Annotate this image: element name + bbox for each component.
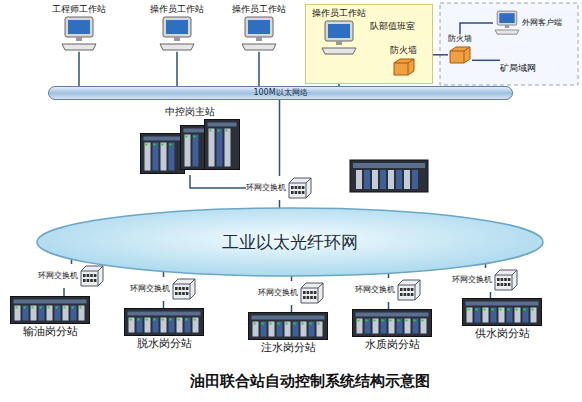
ethernet-bus: 100M以太网络 bbox=[48, 86, 513, 100]
node-label: 中控岗主站 bbox=[165, 106, 215, 118]
node-label: 输油岗分站 bbox=[23, 325, 78, 338]
network-link bbox=[176, 52, 178, 86]
node-label: 工程师工作站 bbox=[52, 4, 106, 15]
external-client: 外网客户端 bbox=[493, 10, 562, 36]
network-link bbox=[63, 288, 65, 296]
node-label: 防火墙 bbox=[448, 34, 472, 44]
network-link bbox=[190, 175, 246, 188]
ring-label: 工业以太光纤环网 bbox=[222, 232, 358, 252]
node-label: 环网交换机 bbox=[258, 288, 298, 298]
node-label: 环网交换机 bbox=[38, 271, 78, 281]
ring-switch: 环网交换机 bbox=[130, 277, 197, 301]
node-label: 操作员工作站 bbox=[312, 8, 366, 19]
spare-rack bbox=[350, 160, 428, 192]
firewall: 防火墙 bbox=[390, 45, 417, 77]
network-link bbox=[388, 302, 390, 309]
network-link bbox=[279, 200, 281, 208]
pc-icon bbox=[239, 16, 279, 52]
node-label: 防火墙 bbox=[390, 45, 417, 56]
sub-station: 水质岗分站 bbox=[352, 309, 432, 351]
rack-icon bbox=[10, 296, 90, 324]
node-label: 环网交换机 bbox=[355, 285, 395, 295]
sw-icon bbox=[493, 268, 519, 292]
sub-station: 输油岗分站 bbox=[10, 296, 90, 338]
rack-icon bbox=[248, 312, 328, 340]
node-label: 环网交换机 bbox=[452, 275, 492, 285]
node-label: 环网交换机 bbox=[130, 284, 170, 294]
ring-switch: 环网交换机 bbox=[258, 281, 325, 305]
node-label: 注水岗分站 bbox=[261, 341, 316, 354]
engineer-workstation: 工程师工作站 bbox=[52, 4, 106, 52]
pc-icon bbox=[319, 20, 359, 56]
operator-workstation: 操作员工作站 bbox=[312, 8, 366, 56]
sub-station: 注水岗分站 bbox=[248, 312, 328, 354]
main-icon bbox=[140, 119, 240, 175]
diagram-caption: 油田联合站自动控制系统结构示意图 bbox=[40, 372, 580, 390]
ring-switch: 环网交换机 bbox=[246, 176, 313, 200]
sw-icon bbox=[299, 281, 325, 305]
sw-icon bbox=[79, 264, 105, 288]
fiber-ring: 工业以太光纤环网 bbox=[35, 206, 545, 278]
bus-label: 100M以太网络 bbox=[253, 89, 307, 97]
sub-station: 供水岗分站 bbox=[462, 298, 542, 340]
rack-icon bbox=[462, 298, 542, 326]
rack-icon bbox=[124, 308, 204, 336]
external-zone bbox=[440, 3, 578, 85]
network-link bbox=[472, 60, 500, 62]
network-link bbox=[291, 305, 293, 312]
ring-switch: 环网交换机 bbox=[452, 268, 519, 292]
rack-icon bbox=[352, 309, 432, 337]
node-label: 矿局域网 bbox=[500, 63, 536, 73]
operator-workstation: 操作员工作站 bbox=[232, 4, 286, 52]
duty-room-area: 队部值班室操作员工作站防火墙 bbox=[305, 4, 433, 84]
network-link bbox=[460, 23, 493, 34]
node-label: 环网交换机 bbox=[246, 183, 286, 193]
fw-icon bbox=[448, 45, 472, 65]
network-link bbox=[258, 52, 260, 86]
sub-station: 脱水岗分站 bbox=[124, 308, 204, 350]
network-link bbox=[163, 301, 165, 308]
operator-workstation: 操作员工作站 bbox=[150, 4, 204, 52]
pc-icon bbox=[157, 16, 197, 52]
ring-switch: 环网交换机 bbox=[38, 264, 105, 288]
ring-switch: 环网交换机 bbox=[355, 278, 422, 302]
pc-icon bbox=[59, 16, 99, 52]
node-label: 外网客户端 bbox=[522, 18, 562, 28]
area-heading: 队部值班室 bbox=[370, 21, 415, 32]
firewall: 防火墙 bbox=[448, 34, 472, 65]
pcs-icon bbox=[493, 10, 521, 36]
main-station: 中控岗主站 bbox=[140, 106, 240, 175]
node-label: 操作员工作站 bbox=[232, 4, 286, 15]
node-label: 脱水岗分站 bbox=[137, 337, 192, 350]
fw-icon bbox=[392, 57, 416, 77]
network-link bbox=[279, 100, 281, 176]
network-link bbox=[78, 52, 80, 86]
mine-lan: 矿局域网 bbox=[500, 56, 536, 75]
sw-icon bbox=[171, 277, 197, 301]
node-label: 供水岗分站 bbox=[475, 327, 530, 340]
network-link bbox=[490, 292, 492, 298]
node-label: 操作员工作站 bbox=[150, 4, 204, 15]
sw-icon bbox=[287, 176, 313, 200]
sw-icon bbox=[396, 278, 422, 302]
node-label: 水质岗分站 bbox=[365, 338, 420, 351]
